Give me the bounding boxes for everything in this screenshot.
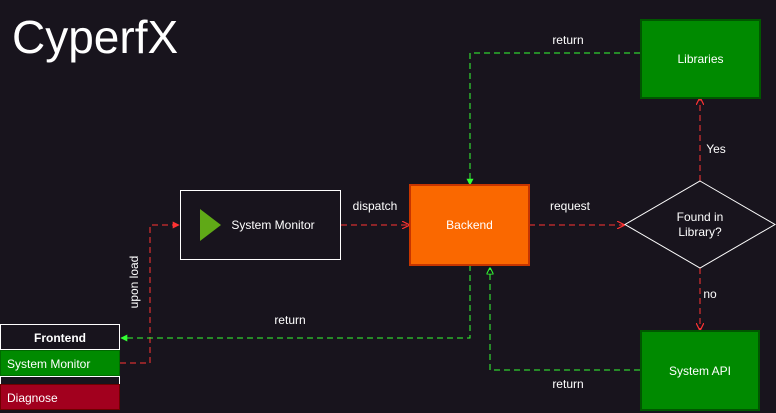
play-triangle-icon (200, 209, 221, 241)
node-libraries-label: Libraries (677, 52, 723, 66)
page-title: CyperfX (12, 11, 179, 63)
node-system-api-label: System API (669, 364, 731, 378)
edge-return-libraries (466, 52, 640, 186)
node-decision-label-2: Library? (678, 225, 722, 239)
edge-label-return-libraries: return (552, 33, 583, 47)
frontend-item-diagnose[interactable]: Diagnose (0, 384, 120, 410)
node-system-api[interactable]: System API (640, 330, 760, 411)
node-system-monitor-label: System Monitor (231, 218, 314, 232)
edge-label-dispatch: dispatch (353, 199, 398, 213)
edge-return-api (490, 268, 640, 371)
node-backend[interactable]: Backend (409, 184, 530, 266)
edge-upon-load (120, 221, 180, 364)
edge-label-return-api: return (552, 377, 583, 391)
frontend-divider (0, 376, 120, 384)
edge-label-yes: Yes (706, 142, 726, 156)
node-backend-label: Backend (446, 218, 493, 232)
node-libraries[interactable]: Libraries (640, 19, 761, 99)
edge-label-request: request (550, 199, 591, 213)
edge-label-return-frontend: return (274, 313, 305, 327)
node-decision[interactable]: Found in Library? (624, 180, 776, 269)
edge-label-upon-load: upon load (127, 256, 141, 309)
node-system-monitor[interactable]: System Monitor (180, 190, 341, 260)
edge-return-frontend (120, 265, 471, 342)
edge-label-no: no (703, 287, 717, 301)
frontend-item-system-monitor[interactable]: System Monitor (0, 350, 120, 376)
frontend-header: Frontend (0, 324, 120, 350)
node-decision-label-1: Found in (677, 210, 724, 224)
